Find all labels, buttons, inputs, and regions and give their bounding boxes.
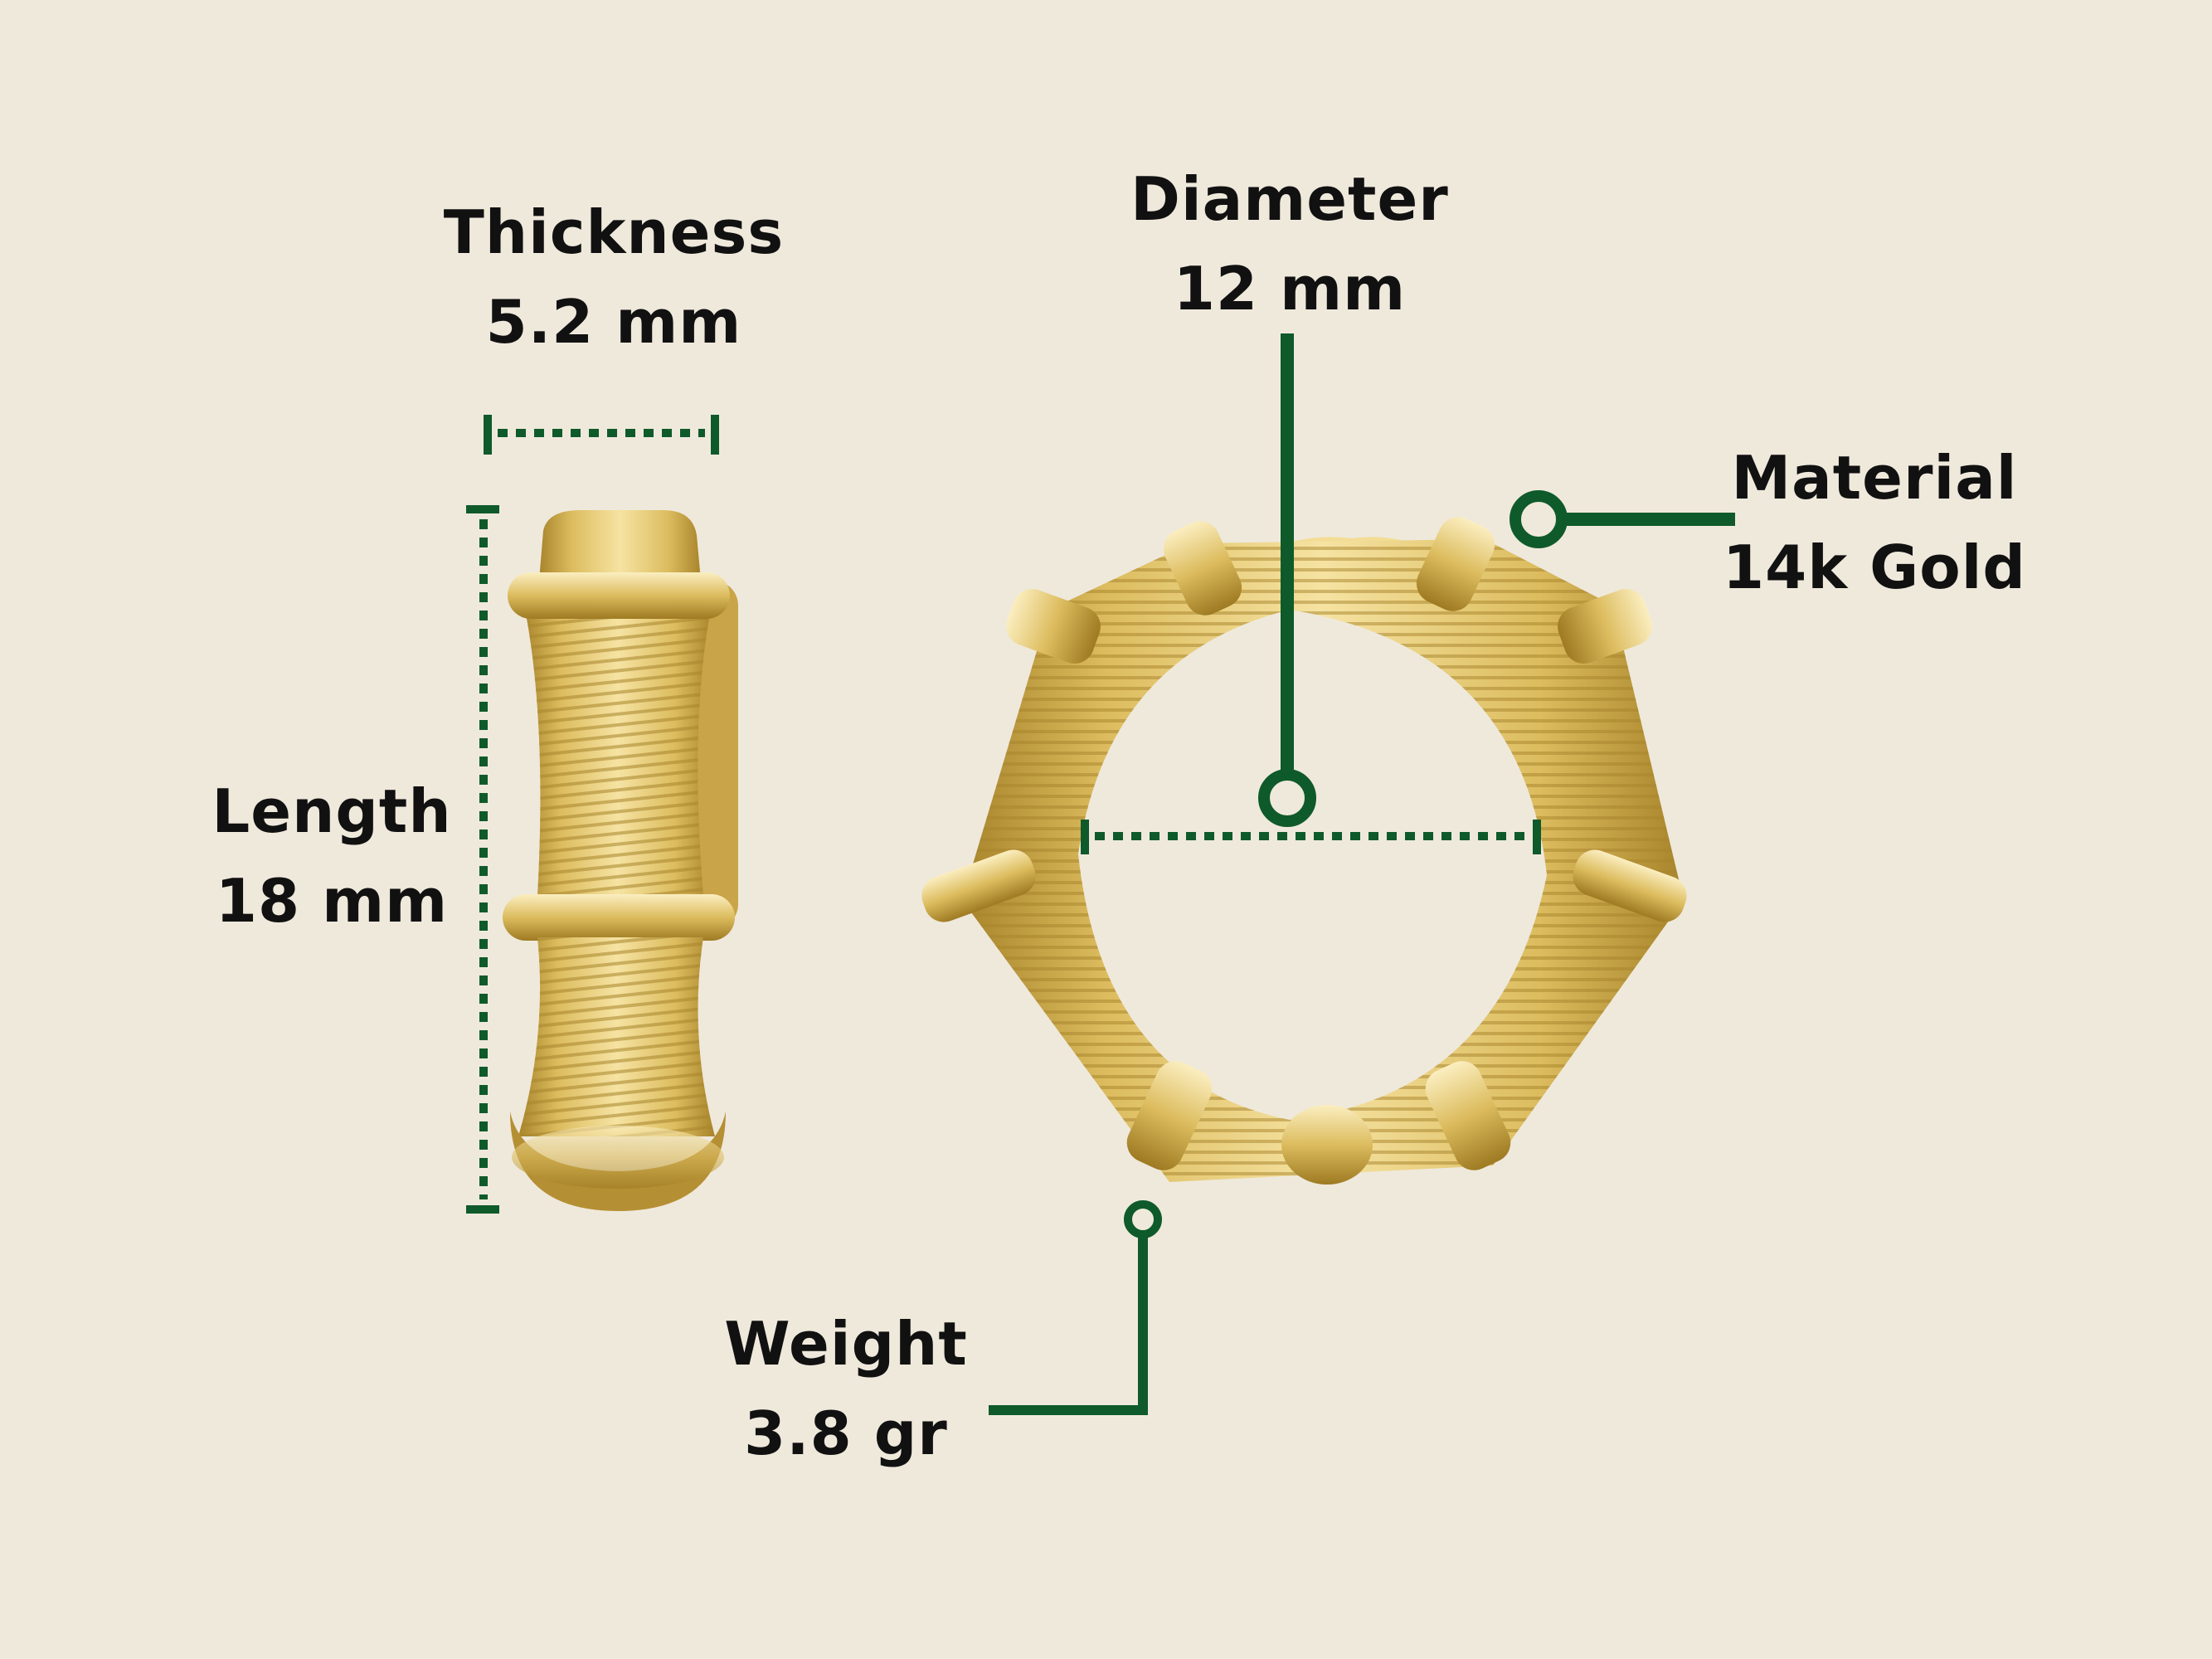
diameter-label: Diameter 12 mm	[1116, 154, 1464, 333]
side-view-image	[503, 510, 738, 1211]
thickness-dimension-line	[484, 415, 719, 455]
material-title: Material	[1731, 443, 2018, 513]
length-title: Length	[211, 776, 452, 846]
material-pointer	[1510, 490, 1735, 548]
diameter-value: 12 mm	[1173, 254, 1407, 324]
length-value: 18 mm	[215, 866, 449, 936]
diameter-title: Diameter	[1130, 164, 1449, 234]
weight-value: 3.8 gr	[744, 1399, 948, 1468]
weight-label: Weight 3.8 gr	[705, 1299, 987, 1478]
diameter-pointer	[1258, 333, 1316, 827]
thickness-title: Thickness	[443, 197, 785, 267]
material-value: 14k Gold	[1723, 533, 2026, 602]
diameter-dimension-line	[1081, 820, 1541, 854]
material-label: Material 14k Gold	[1709, 433, 2040, 612]
length-label: Length 18 mm	[191, 766, 473, 946]
thickness-value: 5.2 mm	[485, 287, 742, 357]
length-dimension-line	[466, 505, 499, 1214]
front-view-image	[921, 517, 1687, 1185]
thickness-label: Thickness 5.2 mm	[431, 187, 796, 367]
weight-title: Weight	[724, 1309, 968, 1379]
weight-pointer	[989, 1200, 1162, 1415]
